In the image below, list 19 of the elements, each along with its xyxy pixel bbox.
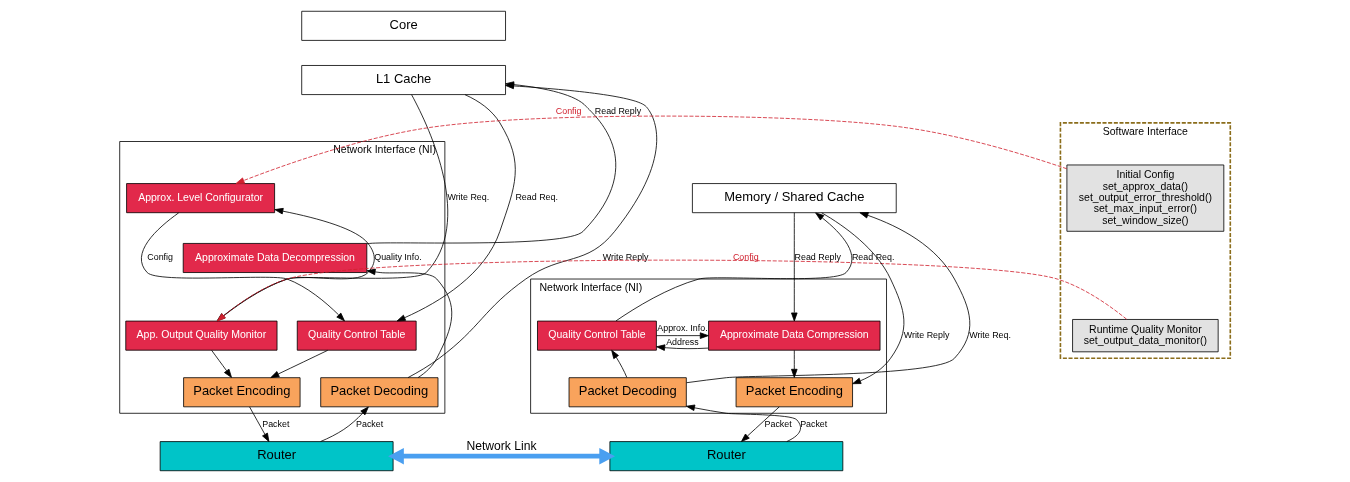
edge-label: Read Reply <box>594 105 642 116</box>
edge-label: Write Req. <box>447 192 490 203</box>
edge-label: Config <box>555 105 582 116</box>
edge-label: Write Reply <box>903 329 950 340</box>
edge-label: Address <box>666 337 699 348</box>
edge-label: Read Req. <box>515 192 558 203</box>
edge-label: Read Req. <box>851 252 895 263</box>
edge-label: Write Reply <box>602 252 649 263</box>
edge-label: Network Link <box>466 438 537 453</box>
edge-label: Quality Info. <box>374 252 422 263</box>
edge-label: Write Req. <box>969 329 1011 340</box>
edge-label: Packet <box>262 418 290 429</box>
edge-label: Packet <box>764 418 792 429</box>
edge-label: Config <box>147 252 173 263</box>
edge-label: Read Reply <box>794 252 841 263</box>
edge-label: Approx. Info. <box>657 322 708 333</box>
edge-label: Config <box>732 252 759 263</box>
edge-label: Packet <box>800 418 828 429</box>
edge-label: Packet <box>356 418 384 429</box>
